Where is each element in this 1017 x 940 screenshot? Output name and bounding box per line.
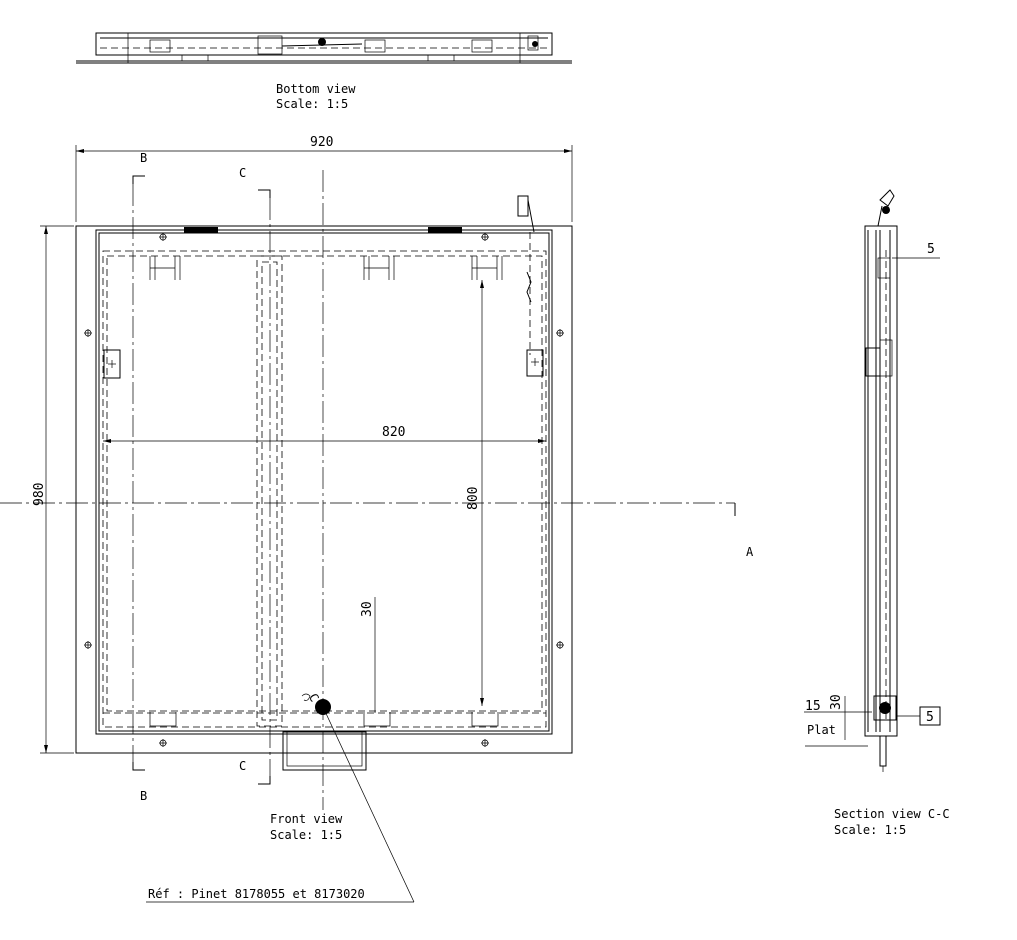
section-view-scale: Scale: 1:5: [834, 823, 906, 837]
plat-label: Plat: [807, 723, 836, 737]
section-dimension-5: 5: [892, 242, 940, 259]
section-mark-c-bottom: C: [239, 759, 246, 773]
dimension-920: 920: [75, 135, 573, 222]
reference-text: Réf : Pinet 8178055 et 8173020: [148, 887, 365, 901]
dimension-30-front: 30: [360, 597, 376, 713]
dimension-800: 800: [466, 280, 484, 706]
front-view: C: [75, 195, 573, 771]
bolt-markers: [84, 233, 564, 747]
reference-leader: Réf : Pinet 8178055 et 8173020: [146, 706, 415, 903]
section-view-title: Section view C-C: [834, 807, 950, 821]
dim-overall-width: 920: [310, 135, 333, 150]
front-view-title: Front view: [270, 812, 343, 826]
dim-section-30: 30: [829, 694, 844, 710]
dim-inner-height: 800: [466, 487, 481, 510]
section-mark-b-bottom: B: [140, 789, 147, 803]
section-dimension-15-30: 15 30 Plat 5: [804, 694, 941, 747]
dim-inner-width: 820: [382, 425, 405, 440]
section-view: [864, 189, 898, 772]
dim-section-15: 15: [805, 699, 821, 714]
section-mark-b-top: B: [140, 151, 147, 165]
bottom-view: [76, 32, 572, 64]
dim-section-box: 5: [926, 710, 934, 725]
dimension-820: 820: [103, 425, 546, 443]
dim-overall-height: 980: [32, 483, 47, 506]
dim-section-top: 5: [927, 242, 935, 257]
bottom-view-title: Bottom view: [276, 82, 356, 96]
bottom-view-scale: Scale: 1:5: [276, 97, 348, 111]
section-mark-a: A: [746, 545, 754, 559]
dimension-980: 980: [32, 225, 74, 754]
dim-front-small: 30: [360, 601, 375, 617]
section-mark-c-top: C: [239, 166, 246, 180]
front-view-scale: Scale: 1:5: [270, 828, 342, 842]
